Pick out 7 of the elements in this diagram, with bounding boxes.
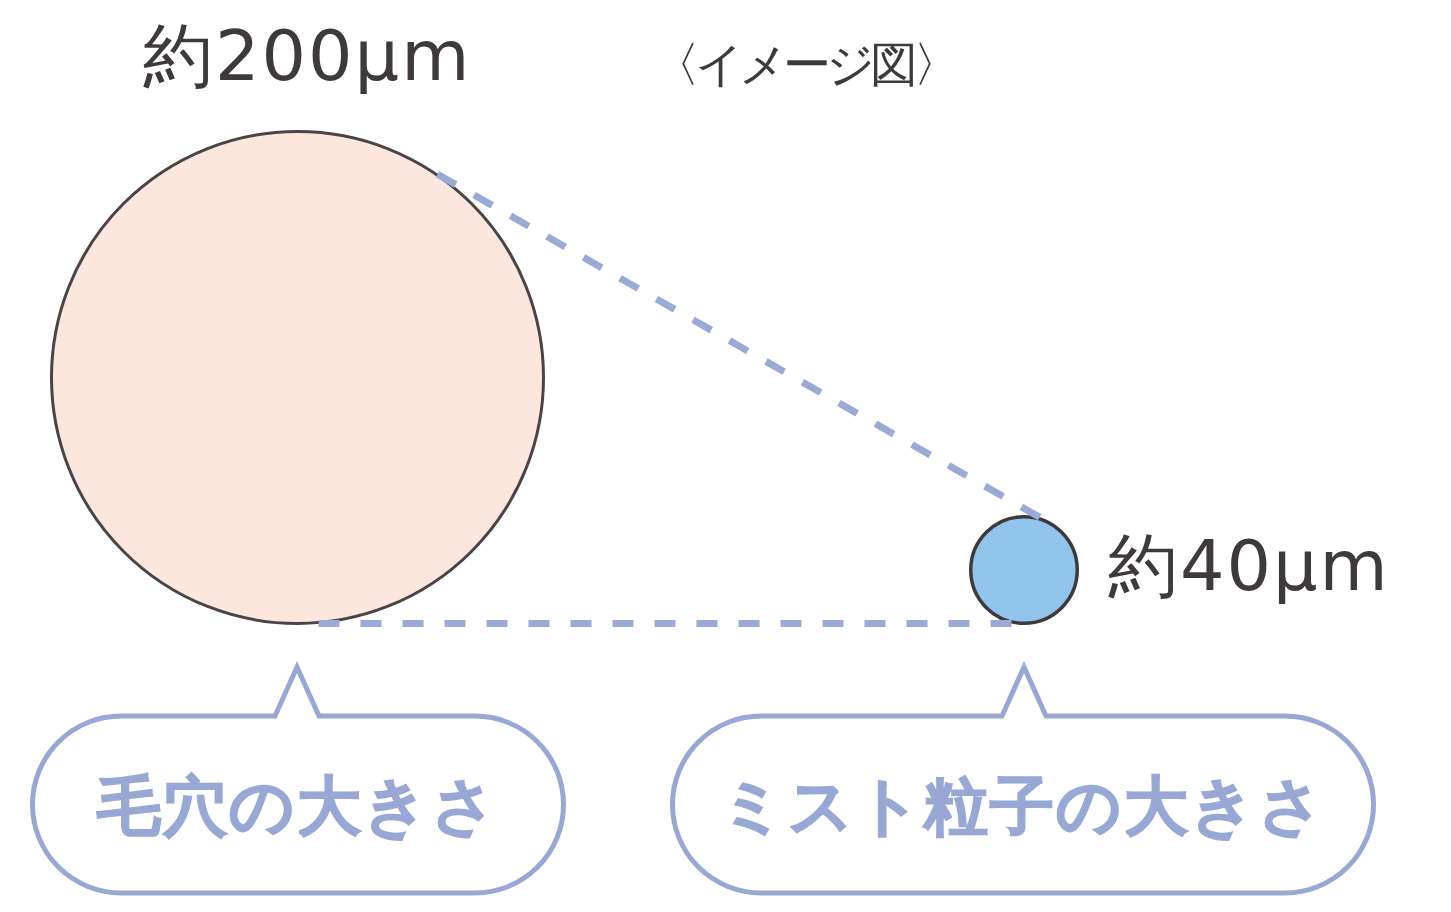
bubble-label: 毛穴の大きさ [97,770,499,844]
small-circle [969,515,1079,625]
bubble-label: ミスト粒子の大きさ [720,770,1326,844]
large-circle [50,130,545,625]
size-label: 約40μm [1108,528,1390,605]
size-label: 約200μm [143,18,472,95]
diagram-title: 〈イメージ図〉 [652,38,956,91]
